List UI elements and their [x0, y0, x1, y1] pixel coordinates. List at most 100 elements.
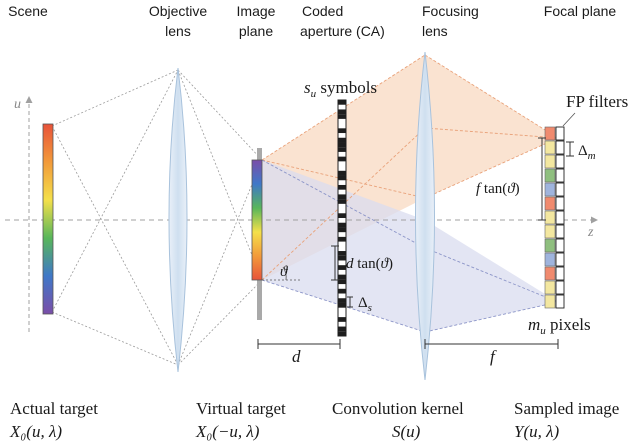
coded-aperture-symbol	[338, 279, 346, 285]
coded-aperture-symbol	[338, 227, 346, 233]
fp-filter-cell	[544, 154, 556, 169]
d-tan-label: d tan(ϑ)	[346, 256, 393, 272]
coded-aperture-symbol	[338, 288, 346, 294]
fp-filter-cell	[544, 210, 556, 225]
coded-aperture-symbol	[338, 274, 346, 280]
axis-z-label: z	[587, 225, 594, 240]
sensor-pixel	[555, 140, 565, 155]
sensor-pixel	[555, 182, 565, 197]
sensor-pixel	[555, 210, 565, 225]
header-scene: Scene	[8, 3, 48, 19]
d-tan-bracket	[331, 245, 339, 281]
coded-aperture-symbol	[338, 326, 346, 332]
fp-filter-cell	[544, 238, 556, 253]
axis-u-label: u	[14, 97, 21, 112]
fp-filter-cell	[544, 280, 556, 295]
coded-aperture-symbol	[338, 156, 346, 162]
su-symbols-label: su symbols	[304, 78, 377, 100]
coded-aperture-symbol	[338, 100, 346, 105]
footer-sampled-image-formula: Y(u, λ)	[514, 422, 559, 441]
footer-actual-target-title: Actual target	[10, 399, 98, 418]
sensor-pixel	[555, 280, 565, 295]
axis-z-arrow	[591, 216, 598, 224]
actual-target-bar	[42, 123, 54, 315]
sensor-pixel	[555, 154, 565, 169]
fp-filter-cell	[544, 266, 556, 281]
sensor-pixel	[555, 126, 565, 141]
sensor-pixel	[555, 266, 565, 281]
coded-aperture-symbol	[338, 302, 346, 308]
coded-aperture-symbol	[338, 317, 346, 322]
footer-convolution-kernel-title: Convolution kernel	[332, 399, 464, 418]
delta-s-label: Δs	[358, 295, 372, 314]
coded-aperture-symbol	[338, 199, 346, 204]
coded-aperture	[337, 99, 347, 337]
coded-aperture-symbol	[338, 194, 346, 200]
coded-aperture-symbol	[338, 109, 346, 115]
theta-arc	[282, 266, 287, 281]
coded-aperture-symbol	[338, 137, 346, 143]
coded-aperture-symbol	[338, 128, 346, 134]
coded-aperture-symbol	[338, 265, 346, 270]
sensor-pixel	[555, 252, 565, 267]
f-distance	[424, 339, 559, 349]
fp-filter-cell	[544, 196, 556, 211]
fp-filters-label: FP filters	[566, 92, 628, 111]
coded-aperture-symbol	[338, 251, 346, 256]
coded-aperture-symbol	[338, 222, 346, 228]
coded-aperture-symbol	[338, 255, 346, 261]
header-image-plane-line1: Image	[237, 3, 276, 19]
virtual-target-bar	[251, 159, 263, 281]
u-axis-arrow	[25, 96, 33, 103]
fp-filter-cell	[544, 224, 556, 239]
fp-filter-cell	[544, 168, 556, 183]
coded-aperture-symbol	[338, 114, 346, 119]
mu-pixels-label: mu pixels	[528, 315, 591, 337]
fp-filters-arrow	[562, 112, 576, 127]
coded-aperture-symbol	[338, 184, 346, 190]
sensor-pixel	[555, 224, 565, 239]
coded-aperture-symbol	[338, 331, 346, 336]
objective-lens	[168, 67, 188, 373]
header-coded-aperture-line1: Coded	[302, 3, 343, 19]
header-coded-aperture-line2: aperture (CA)	[300, 23, 385, 39]
f-tan-label: f tan(ϑ)	[476, 181, 520, 197]
sensor-pixel	[555, 294, 565, 309]
footer-sampled-image-title: Sampled image	[514, 399, 619, 418]
fp-filter-cell	[544, 126, 556, 141]
header-focusing-lens-line2: lens	[422, 23, 448, 39]
d-distance	[257, 339, 341, 349]
coded-aperture-symbol	[338, 175, 346, 181]
sensor-pixel	[555, 238, 565, 253]
fp-filter-cell	[544, 182, 556, 197]
fp-filter-cell	[544, 294, 556, 309]
header-objective-lens-line1: Objective	[149, 3, 208, 19]
f-tan-bracket	[538, 137, 546, 221]
header-focusing-lens-line1: Focusing	[422, 3, 479, 19]
d-label: d	[292, 347, 301, 366]
fp-filters	[544, 126, 565, 309]
objective-rays	[51, 69, 263, 366]
coded-aperture-symbol	[338, 147, 346, 152]
header-focal-plane: Focal plane	[544, 3, 617, 19]
fp-filter-cell	[544, 140, 556, 155]
delta-m-label: Δm	[578, 143, 596, 162]
coded-aperture-symbol	[338, 170, 346, 176]
focusing-lens	[415, 51, 435, 381]
delta-s-bracket	[347, 296, 353, 308]
footer-actual-target-formula: X₀(u, λ)	[9, 422, 62, 441]
theta-label: ϑ	[280, 264, 289, 280]
sensor-pixel	[555, 196, 565, 211]
coded-aperture-symbol	[338, 298, 346, 303]
blue-ray-region	[262, 160, 558, 332]
coded-aperture-symbol	[338, 142, 346, 148]
f-label: f	[490, 347, 497, 366]
footer-virtual-target-title: Virtual target	[196, 399, 286, 418]
coded-aperture-symbol	[338, 236, 346, 242]
header-objective-lens-line2: lens	[165, 23, 191, 39]
footer-virtual-target-formula: X₀(−u, λ)	[195, 422, 260, 441]
footer-convolution-kernel-formula: S(u)	[392, 422, 421, 441]
sensor-pixel	[555, 168, 565, 183]
